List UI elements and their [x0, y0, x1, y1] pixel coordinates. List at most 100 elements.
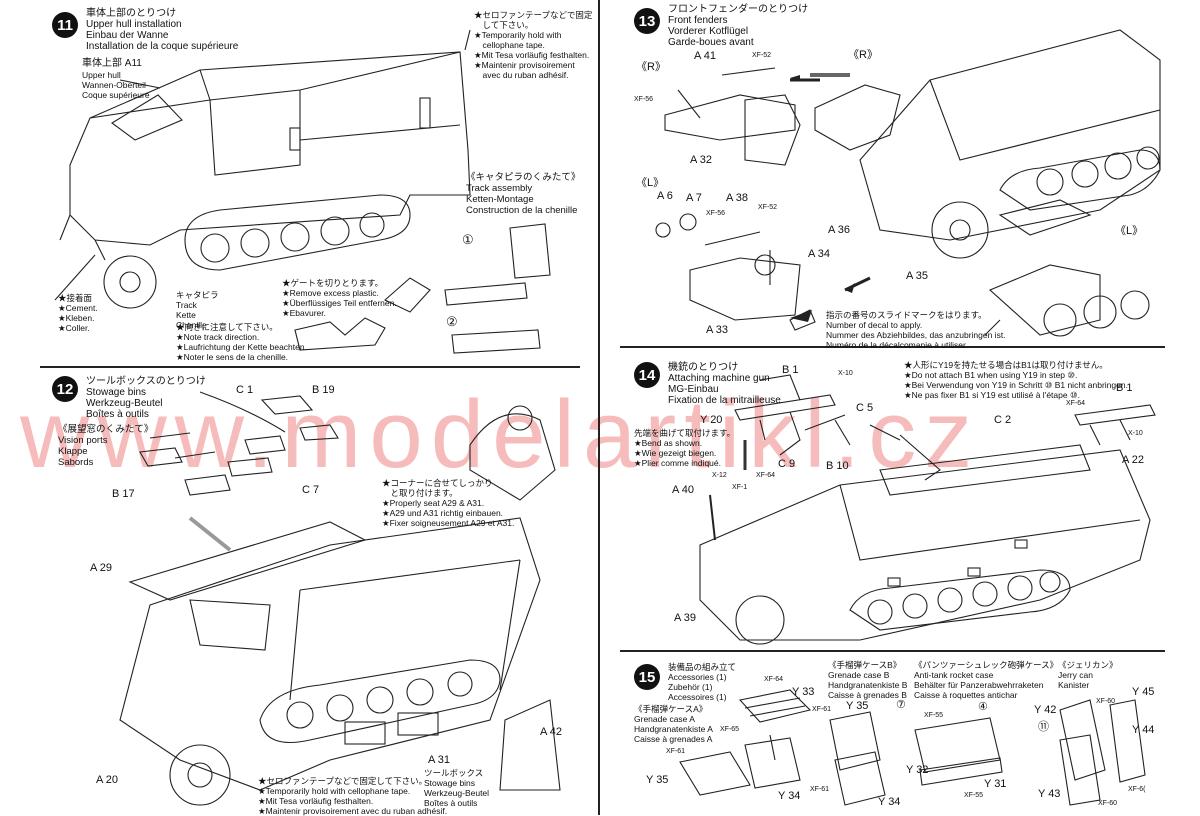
corner-line-3: ★A29 und A31 richtig einbauen.: [382, 508, 504, 518]
label-xf52-b: XF-52: [758, 204, 778, 211]
gate-en: ★Remove excess plastic.: [282, 288, 379, 298]
rocket-fr: Caisse à roquettes antichar: [914, 690, 1018, 700]
step-15-title-fr: Accessoires (1): [668, 692, 727, 702]
track-title-jp: 《キャタピラのくみたて》: [466, 172, 581, 183]
decal-en: Number of decal to apply.: [826, 320, 923, 330]
s15-xf60: XF-60: [1096, 698, 1116, 705]
label-a7: A 7: [686, 192, 702, 204]
step-13-badge: 13: [634, 8, 660, 34]
label-xf56-b: XF-56: [706, 210, 726, 217]
track-label: キャタピラ Track Kette Chenille: [176, 290, 219, 330]
divider-right-2: [620, 650, 1165, 652]
label-b1: B 1: [782, 364, 799, 376]
label-a20: A 20: [96, 774, 119, 786]
step-14-title: 機銃のとりつけ Attaching machine gun MG-Einbau …: [668, 362, 781, 406]
label-b1-right: B 1: [1116, 382, 1133, 394]
step-12-title: ツールボックスのとりつけ Stowage bins Werkzeug-Beute…: [86, 376, 206, 420]
step-12-title-de: Werkzeug-Beutel: [86, 398, 163, 409]
step-11-title-fr: Installation de la coque supérieure: [86, 41, 239, 52]
vision-en: Vision ports: [58, 435, 108, 446]
label-c5: C 5: [856, 402, 874, 414]
left-side-label-2: 《L》: [1115, 225, 1144, 237]
cement-jp: ★接着面: [58, 293, 93, 303]
y19-jp: ★人形にY19を持たせる場合はB1は取り付けません。: [904, 360, 1108, 370]
a31-sub: ツールボックス Stowage bins Werkzeug-Beutel Boî…: [424, 768, 489, 808]
label-xf64-right: XF-64: [1066, 400, 1086, 407]
track-label-de: Kette: [176, 310, 196, 320]
grenade-b-jp: 《手榴弾ケースB》: [828, 660, 902, 670]
s15-xf65: XF-65: [720, 726, 740, 733]
right-side-label: 《R》: [636, 61, 666, 73]
divider-left: [40, 366, 580, 368]
divider-right-1: [620, 346, 1165, 348]
s15-y35: Y 35: [646, 774, 669, 786]
a31-sub-de: Werkzeug-Beutel: [424, 788, 490, 798]
s12-tape-de: ★Mit Tesa vorläufig festhalten.: [258, 796, 374, 806]
a11-sub: Upper hull Wannen-Oberteil Coque supérie…: [82, 70, 150, 100]
a11-sub-de: Wannen-Oberteil: [82, 80, 146, 90]
label-a31: A 31: [428, 754, 451, 766]
label-x10-right: X-10: [1128, 430, 1143, 437]
s15-xf60-c: XF-6(: [1128, 786, 1146, 793]
step-14-title-fr: Fixation de la mitrailleuse: [668, 395, 781, 406]
label-x10: X-10: [838, 370, 853, 377]
s15-xf64: XF-64: [764, 676, 784, 683]
y19-de: ★Bei Verwendung von Y19 in Schritt ⑩ B1 …: [904, 380, 1128, 390]
track-step-1: ①: [462, 232, 474, 247]
s15-xf61-c: XF-61: [812, 706, 832, 713]
a11-label: 車体上部 A11: [82, 58, 142, 69]
label-a22: A 22: [1122, 454, 1145, 466]
s12-tape-jp: ★セロファンテープなどで固定して下さい。: [258, 776, 428, 786]
a31-sub-jp: ツールボックス: [424, 768, 484, 778]
bend-de: ★Wie gezeigt biegen.: [634, 448, 717, 458]
track-title-en: Track assembly: [466, 183, 533, 194]
label-a36: A 36: [828, 224, 851, 236]
label-a32: A 32: [690, 154, 713, 166]
vertical-divider: [598, 0, 600, 815]
label-a39: A 39: [674, 612, 697, 624]
a31-sub-en: Stowage bins: [424, 778, 476, 788]
label-a38: A 38: [726, 192, 749, 204]
grenade-b-fr: Caisse à grenades B: [828, 690, 907, 700]
step-14-title-de: MG-Einbau: [668, 384, 719, 395]
direction-jp: ★向きに注意して下さい。: [176, 322, 278, 332]
s15-y45: Y 45: [1132, 686, 1155, 698]
rocket-case-title: 《パンツァーシュレック砲弾ケース》 Anti-tank rocket case …: [914, 660, 1058, 700]
jerry-can-title: 《ジェリカン》 Jerry can Kanister: [1058, 660, 1118, 690]
step-15-badge: 15: [634, 664, 660, 690]
label-c7: C 7: [302, 484, 320, 496]
step-13-title: フロントフェンダーのとりつけ Front fenders Vorderer Ko…: [668, 4, 808, 48]
tape-note-line-2: ★Temporarily hold with: [474, 30, 562, 40]
corner-line-0: ★コーナーに合せてしっかり: [382, 478, 493, 488]
bend-note: 先端を曲げて取付けます。 ★Bend as shown. ★Wie gezeig…: [634, 428, 735, 468]
label-c2: C 2: [994, 414, 1012, 426]
cement-de: ★Kleben.: [58, 313, 95, 323]
label-a35: A 35: [906, 270, 929, 282]
a11-sub-fr: Coque supérieure: [82, 90, 150, 100]
label-c1: C 1: [236, 384, 254, 396]
s12-tape-en: ★Temporarily hold with cellophane tape.: [258, 786, 411, 796]
step-14-title-en: Attaching machine gun: [668, 373, 770, 384]
step-13-title-de: Vorderer Kotflügel: [668, 26, 749, 37]
step-11-badge: 11: [52, 12, 78, 38]
step-11-title-jp: 車体上部のとりつけ: [86, 8, 177, 19]
s15-decal-11: ⑪: [1038, 721, 1049, 733]
step-14-title-jp: 機銃のとりつけ: [668, 362, 739, 373]
label-b17: B 17: [112, 488, 135, 500]
tape-note-line-4: ★Mit Tesa vorläufig festhalten.: [474, 50, 590, 60]
bend-jp: 先端を曲げて取付けます。: [634, 428, 736, 438]
cement-en: ★Cement.: [58, 303, 98, 313]
label-a41: A 41: [694, 50, 717, 62]
label-a29: A 29: [90, 562, 113, 574]
s15-decal-7: ⑦: [896, 699, 906, 711]
grenade-a-de: Handgranatenkiste A: [634, 724, 713, 734]
tape-note-line-5: ★Maintenir provisoirement: [474, 60, 575, 70]
label-c9: C 9: [778, 458, 796, 470]
cement-fr: ★Coller.: [58, 323, 90, 333]
step-12-tape-note: ★セロファンテープなどで固定して下さい。 ★Temporarily hold w…: [258, 776, 447, 816]
step-12-title-jp: ツールボックスのとりつけ: [86, 376, 206, 387]
grenade-a-fr: Caisse à grenades A: [634, 734, 713, 744]
right-side-label-2: 《R》: [848, 49, 878, 61]
step-12-badge: 12: [52, 376, 78, 402]
